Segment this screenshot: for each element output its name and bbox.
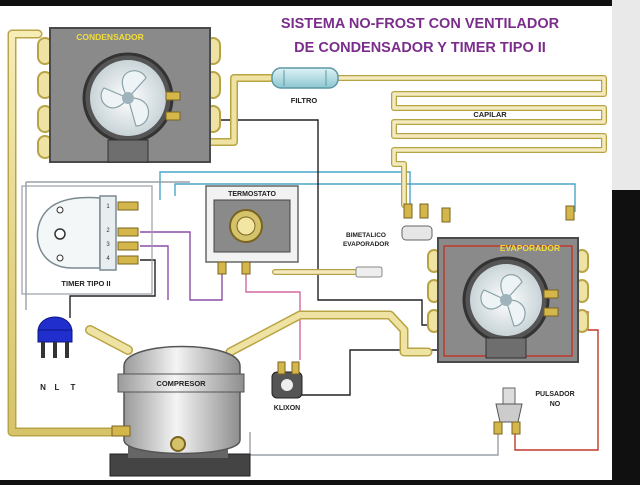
wire-purple-timer-thermostat [140, 231, 223, 301]
condenser-unit: CONDENSADOR [37, 27, 221, 163]
thermostat-label: TERMOSTATO [228, 191, 276, 198]
title-line2: DE CONDENSADOR Y TIMER TIPO II [294, 40, 546, 56]
compressor-icon [109, 345, 251, 477]
evaporator-label: EVAPORADOR [500, 243, 560, 253]
wire-cyan-timer-evaporator [174, 183, 576, 212]
pulsador-label-line2: NO [550, 401, 561, 408]
compressor-label: COMPRESOR [156, 379, 206, 388]
evaporator-unit: EVAPORADOR [427, 237, 589, 363]
condenser-fan-blades [100, 70, 150, 127]
plug-t-label: T [71, 383, 76, 392]
plug-l-label: L [55, 383, 60, 392]
bimetal-icon [401, 203, 575, 241]
bimetal-label-line1: BIMETALICO [346, 232, 386, 239]
thermostat-icon [205, 185, 299, 275]
title-line1: SISTEMA NO-FROST CON VENTILADOR [281, 16, 560, 32]
bimetal-label-line2: EVAPORADOR [343, 241, 389, 248]
tubes [7, 29, 607, 437]
klixon-icon [271, 361, 303, 399]
bimetal-sensor-probe [355, 266, 383, 278]
plug-icon [37, 316, 73, 358]
timer-terminal-2: 2 [106, 228, 110, 234]
wire-gray-bottom [249, 432, 499, 456]
capillary-label: CAPILAR [473, 110, 507, 119]
filter-label: FILTRO [291, 96, 318, 105]
wire-cyan-timer-bimetal [159, 171, 411, 208]
condenser-label: CONDENSADOR [76, 32, 144, 42]
timer-terminal-3: 3 [106, 242, 110, 248]
wire-red-evaporator-pulsador [514, 311, 599, 451]
plug-n-label: N [40, 383, 46, 392]
pulsador-label-line1: PULSADOR [535, 391, 574, 398]
push-button-icon [493, 387, 523, 435]
timer-label: TIMER TIPO II [61, 279, 110, 288]
klixon-label: KLIXON [274, 405, 300, 412]
wire-pink-thermostat-klixon [245, 272, 301, 360]
timer-terminal-4: 4 [106, 256, 110, 262]
timer-terminal-1: 1 [106, 204, 110, 210]
wire-purple-timer-down [140, 245, 169, 300]
filter-icon [271, 67, 339, 89]
side-bar-top [612, 0, 640, 190]
timer-icon: 1 2 3 4 [21, 185, 153, 295]
wire-black-timer-plug [69, 259, 156, 318]
